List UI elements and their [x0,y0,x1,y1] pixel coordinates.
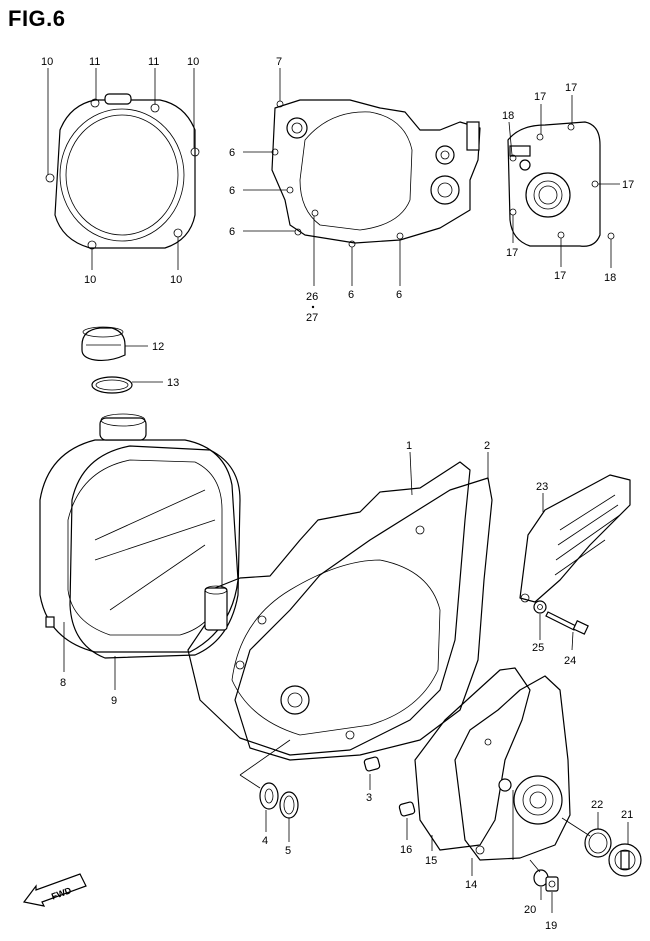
callout-17: 17 [534,91,546,103]
cap-plug-21 [608,843,642,877]
guard-bolt [545,611,589,635]
crankcase-right-half [187,461,471,756]
callout-8: 8 [60,677,66,689]
crankcase-gasket-top [271,99,481,248]
callout-21: 21 [621,809,633,821]
callout-11: 11 [148,56,159,68]
callout-7: 7 [276,56,282,68]
callout-10: 10 [187,56,199,68]
callout-12: 12 [152,341,164,353]
callout-18: 18 [604,272,616,284]
callout-6: 6 [229,185,235,197]
callout-20: 20 [524,904,536,916]
oil-seal-4 [259,782,279,810]
clutch-cover-top [45,93,200,250]
callout-19: 19 [545,920,557,932]
callout-17: 17 [565,82,577,94]
callout-6: 6 [229,226,235,238]
callout-15: 15 [425,855,437,867]
callout-labels: 10 11 11 10 10 10 7 6 6 6 26 27 6 6 18 1… [41,56,634,932]
callout-24: 24 [564,655,576,667]
callout-11: 11 [89,56,100,68]
callout-4: 4 [262,835,268,847]
oil-filler-cap [81,326,126,362]
callout-17: 17 [554,270,566,282]
forward-direction-arrow: FWD [22,873,87,907]
callout-leaders-top-left [47,68,195,270]
crankcase-gasket-center [234,477,493,761]
magneto-cover-top [507,121,615,247]
callout-18: 18 [502,110,514,122]
oil-cap-o-ring [91,376,133,394]
callout-27: 27 [306,312,318,324]
callout-26: 26 [306,291,318,303]
callout-25: 25 [532,642,544,654]
o-ring-22 [584,828,612,858]
callout-17: 17 [622,179,634,191]
callout-10: 10 [170,274,182,286]
callout-leaders-top-middle [243,68,401,286]
clutch-cover-gasket [69,445,241,659]
o-ring-5 [279,791,299,819]
callout-3: 3 [366,792,372,804]
callout-17: 17 [506,247,518,259]
callout-6: 6 [396,289,402,301]
magneto-cover [454,675,571,861]
callout-6: 6 [229,147,235,159]
callout-23: 23 [536,481,548,493]
callout-16: 16 [400,844,412,856]
callout-10: 10 [84,274,96,286]
dowel-pin-16 [398,801,416,817]
sprocket-guard [519,474,631,603]
callout-leaders-top-right [508,95,620,268]
callout-5: 5 [285,845,291,857]
callout-13: 13 [167,377,179,389]
magneto-cover-gasket [414,667,531,851]
guard-washer [533,600,547,614]
dowel-pin-3 [363,756,381,772]
bolt-19 [545,876,559,892]
callout-22: 22 [591,799,603,811]
callout-1: 1 [406,440,412,452]
callout-9: 9 [111,695,117,707]
callout-14: 14 [465,879,477,891]
callout-2: 2 [484,440,490,452]
figure-title: FIG.6 [8,6,66,31]
callout-10: 10 [41,56,53,68]
callout-6: 6 [348,289,354,301]
